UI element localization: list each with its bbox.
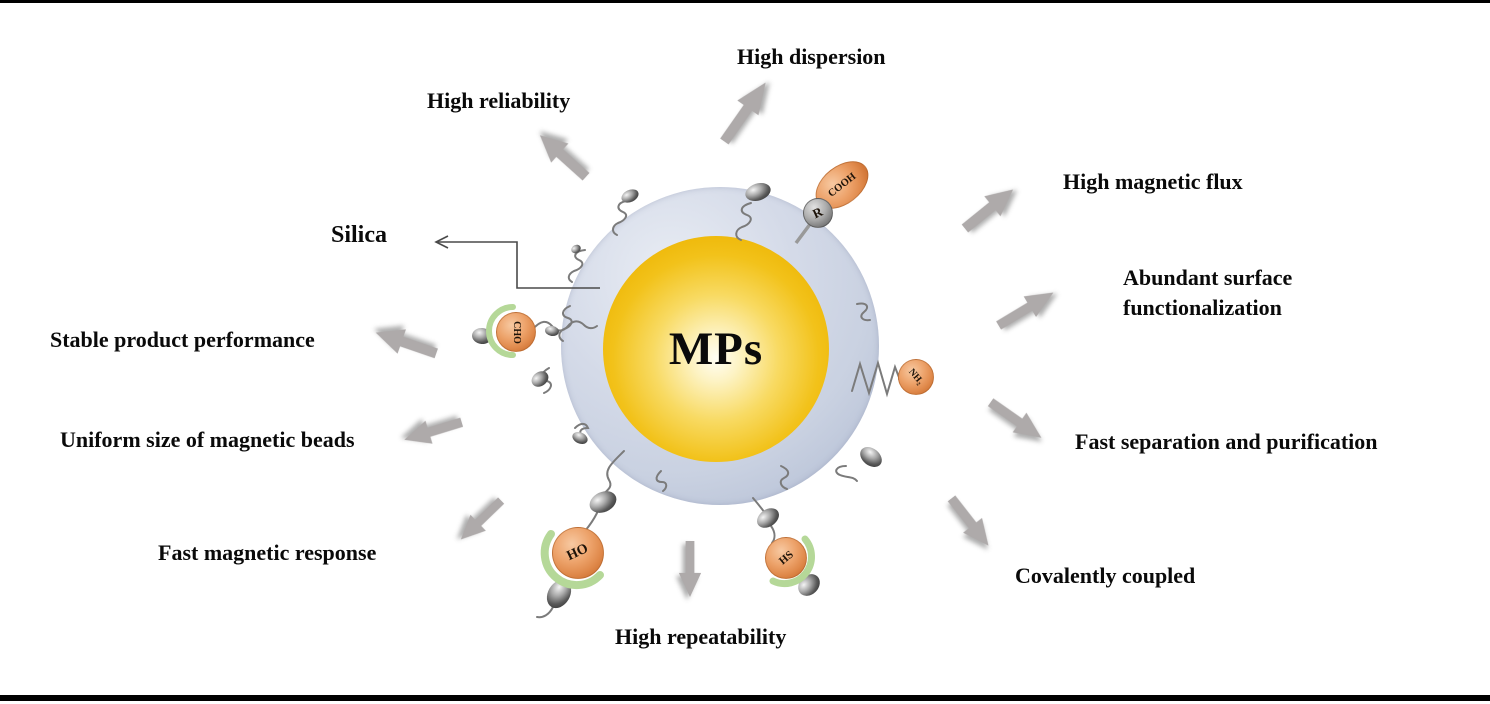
arrow-shape [677, 541, 703, 597]
cooh-label: COOH [825, 170, 859, 200]
arrow-fast-separation-and-purification [983, 391, 1050, 449]
arrow-shape [530, 124, 596, 188]
ho-label: HO [564, 541, 591, 564]
cho-label: CHO [510, 320, 522, 344]
feature-label-uniform-size-of-magnetic-beads: Uniform size of magnetic beads [60, 427, 355, 452]
magnetic-bead [757, 508, 779, 528]
feature-label-stable-product-performance: Stable product performance [50, 327, 315, 352]
magnetic-bead [545, 325, 559, 337]
nh2-label: NH₂ [906, 367, 926, 387]
core-label: MPs [668, 323, 764, 375]
feature-label-covalently-coupled: Covalently coupled [1015, 563, 1196, 588]
nh2-group: NH₂ [898, 359, 934, 395]
ho-group: HO [552, 527, 604, 579]
feature-label-fast-magnetic-response: Fast magnetic response [158, 540, 377, 565]
feature-label-abundant-surface-functionalization: Abundant surface functionalization [1123, 265, 1293, 320]
arrow-shape [955, 178, 1022, 240]
arrow-shape [712, 74, 778, 150]
arrow-high-reliability [530, 124, 596, 188]
feature-label-high-magnetic-flux: High magnetic flux [1063, 169, 1243, 194]
arrow-covalently-coupled [940, 490, 999, 555]
magnetic-bead [472, 327, 492, 345]
hs-group: HS [765, 537, 807, 579]
feature-label-high-repeatability: High repeatability [615, 624, 787, 649]
magnetic-bead [621, 189, 639, 203]
arrow-shape [983, 391, 1050, 449]
magnetic-bead [531, 371, 549, 387]
arrow-shape [940, 490, 999, 555]
feature-label-high-dispersion: High dispersion [737, 44, 886, 69]
cho-group: CHO [496, 312, 536, 352]
feature-label-fast-separation-and-purification: Fast separation and purification [1075, 429, 1378, 454]
arrow-high-dispersion [712, 74, 778, 150]
magnetic-bead [860, 447, 882, 467]
arrow-high-repeatability [677, 541, 703, 597]
hs-label: HS [776, 548, 796, 568]
r-group: R [803, 198, 833, 228]
arrow-stable-product-performance [371, 318, 441, 367]
magnetic-bead [546, 579, 572, 609]
arrow-shape [452, 491, 510, 549]
r-label: R [810, 203, 826, 222]
arrow-uniform-size-of-magnetic-beads [400, 409, 466, 453]
arrow-high-magnetic-flux [955, 178, 1022, 240]
arrow-shape [371, 318, 441, 367]
magnetic-bead [571, 244, 581, 254]
magnetic-bead [589, 491, 617, 513]
silica-label: Silica [331, 222, 388, 248]
arrow-fast-magnetic-response [452, 491, 510, 549]
arrow-shape [400, 409, 466, 453]
magnetic-core: MPs [603, 236, 829, 462]
bottom-border-line [0, 695, 1490, 701]
feature-label-high-reliability: High reliability [427, 88, 571, 113]
arrow-shape [991, 281, 1060, 338]
arrow-abundant-surface-functionalization [991, 281, 1060, 338]
top-border-line [0, 0, 1490, 3]
